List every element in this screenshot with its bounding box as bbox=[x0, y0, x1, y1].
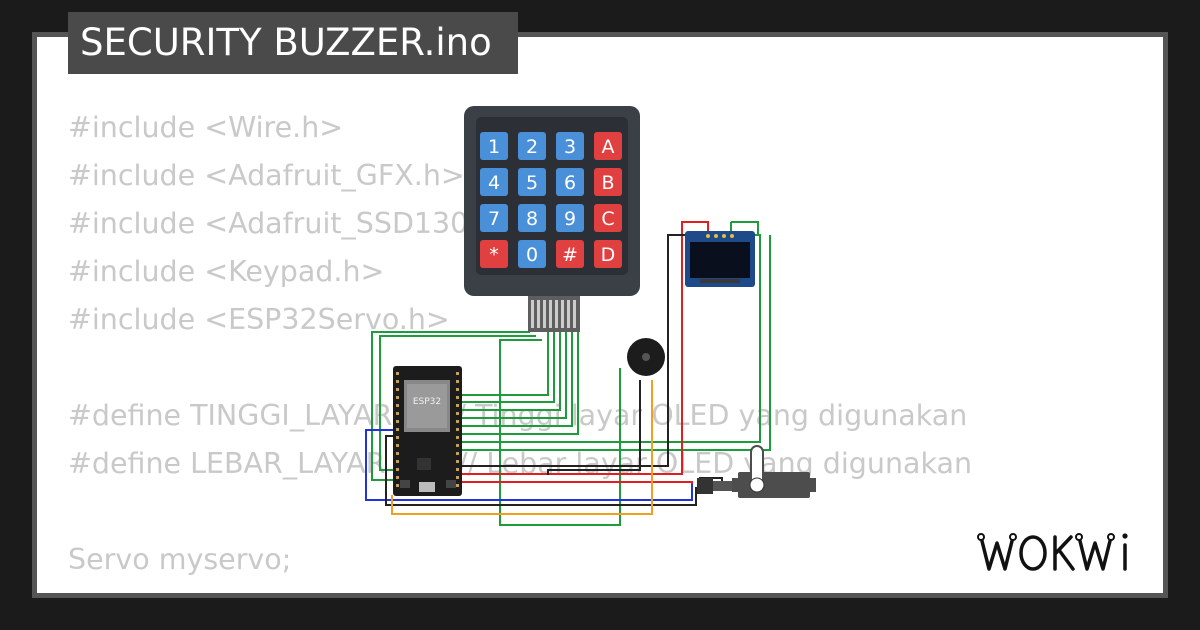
code-line: const byte ROWS = 4; // jumlah baris key… bbox=[68, 584, 972, 593]
keypad-key: 0 bbox=[518, 240, 546, 268]
keypad-key-label: 5 bbox=[526, 172, 538, 194]
code-preview: #include <Wire.h> #include <Adafruit_GFX.… bbox=[68, 104, 972, 593]
keypad-key: 8 bbox=[518, 204, 546, 232]
keypad-key: * bbox=[480, 240, 508, 268]
keypad-key-label: 4 bbox=[488, 172, 500, 194]
keypad-key: 3 bbox=[556, 132, 584, 160]
keypad-key-label: 1 bbox=[488, 136, 500, 158]
keypad-key-label: 7 bbox=[488, 208, 500, 230]
keypad-key: 6 bbox=[556, 168, 584, 196]
keypad-key-label: A bbox=[602, 136, 615, 158]
code-line: #include <Adafruit_GFX.h> bbox=[68, 159, 465, 192]
project-title: SECURITY BUZZER.ino bbox=[68, 12, 518, 74]
code-line: #include <Wire.h> bbox=[68, 111, 344, 144]
keypad-key-label: 9 bbox=[564, 208, 576, 230]
keypad-pins bbox=[531, 300, 576, 328]
oled-display bbox=[685, 231, 755, 287]
keypad-key-label: B bbox=[601, 172, 614, 194]
esp32-board: ESP32 bbox=[393, 366, 462, 496]
keypad-key-label: 3 bbox=[564, 136, 576, 158]
code-line: #include <Keypad.h> bbox=[68, 255, 385, 288]
keypad-key: C bbox=[594, 204, 622, 232]
keypad-key-label: * bbox=[489, 244, 499, 266]
keypad-key: 9 bbox=[556, 204, 584, 232]
keypad-key: 4 bbox=[480, 168, 508, 196]
code-line: Servo myservo; bbox=[68, 543, 292, 576]
wokwi-logo bbox=[977, 533, 1128, 571]
keypad-key: A bbox=[594, 132, 622, 160]
keypad-key-label: 2 bbox=[526, 136, 538, 158]
esp32-label: ESP32 bbox=[413, 397, 441, 407]
keypad-key: 1 bbox=[480, 132, 508, 160]
servo bbox=[697, 445, 816, 498]
keypad-key: 5 bbox=[518, 168, 546, 196]
buzzer bbox=[627, 338, 665, 376]
keypad: 1 2 3 A 4 5 6 B 7 8 9 C * 0 # D bbox=[464, 106, 640, 332]
keypad-key-label: # bbox=[562, 244, 578, 266]
keypad-key: # bbox=[556, 240, 584, 268]
keypad-keys: 1 2 3 A 4 5 6 B 7 8 9 C * 0 # D bbox=[480, 132, 622, 268]
keypad-key: 2 bbox=[518, 132, 546, 160]
keypad-key-label: 8 bbox=[526, 208, 538, 230]
keypad-key: 7 bbox=[480, 204, 508, 232]
keypad-key-label: C bbox=[601, 208, 614, 230]
keypad-key: D bbox=[594, 240, 622, 268]
keypad-key-label: 0 bbox=[526, 244, 538, 266]
keypad-key-label: 6 bbox=[564, 172, 576, 194]
keypad-key: B bbox=[594, 168, 622, 196]
keypad-key-label: D bbox=[601, 244, 616, 266]
code-line: #include <ESP32Servo.h> bbox=[68, 303, 450, 336]
